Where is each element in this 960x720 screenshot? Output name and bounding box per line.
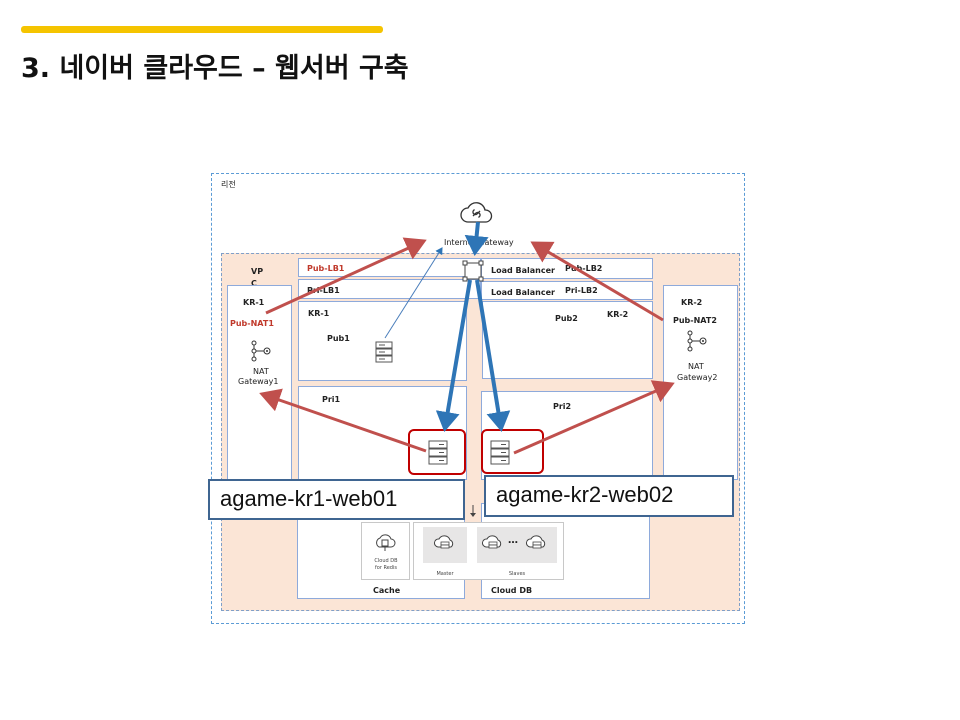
zone-kr1-pub1	[298, 301, 467, 381]
nat-gateway2-label: NAT	[688, 362, 704, 371]
load-balancer-label-1: Load Balancer	[491, 266, 555, 275]
kr2-mid-label: KR-2	[607, 310, 629, 319]
vpc-label: VP	[251, 267, 264, 276]
arrow-lb-to-web02	[475, 279, 511, 432]
pub-nat1-label: Pub-NAT1	[230, 319, 274, 328]
arrow-nat1-to-igw	[265, 237, 427, 315]
zone-kr2-pub2	[482, 301, 653, 379]
slaves-label: Slaves	[508, 571, 526, 577]
callout-web02: agame-kr2-web02	[484, 475, 734, 517]
cache-label: Cache	[373, 586, 401, 595]
internet-gateway-icon	[460, 202, 493, 223]
connector-to-db-head	[470, 513, 476, 517]
web01-server-icon	[428, 440, 448, 465]
nat-gateway1-label-2: Gateway1	[238, 377, 279, 386]
pri-lb1-label: Pri-LB1	[307, 286, 340, 295]
pub-nat2-label: Pub-NAT2	[673, 316, 717, 325]
kr1-left-label: KR-1	[243, 298, 265, 307]
slave-db-icon-2	[526, 535, 546, 549]
master-label: Master	[436, 571, 454, 577]
load-balancer-icon	[462, 260, 484, 282]
master-db-icon	[434, 535, 454, 549]
kr1-mid-label: KR-1	[308, 309, 330, 318]
redis-icon	[376, 534, 396, 551]
pri2-label: Pri2	[553, 402, 572, 411]
nat-gateway2-label-2: Gateway2	[677, 373, 718, 382]
page-title: 3. 네이버 클라우드 – 웹서버 구축	[21, 53, 409, 84]
pub2-label: Pub2	[555, 314, 578, 323]
pri-lb1-subnet	[298, 279, 481, 299]
callout-web01: agame-kr1-web01	[208, 479, 465, 520]
accent-bar	[21, 26, 383, 33]
web02-server-icon	[490, 440, 510, 465]
pub-lb2-label: Pub-LB2	[565, 264, 603, 273]
pub1-label: Pub1	[327, 334, 350, 343]
arrow-pub1-to-igw	[384, 247, 443, 339]
arrow-igw-to-lb	[464, 221, 489, 256]
arrow-web02-to-nat2	[513, 380, 675, 455]
pub1-server-icon	[375, 341, 393, 363]
zone-kr2-nat	[663, 285, 738, 480]
region-label: 리전	[221, 180, 236, 189]
pri-lb2-subnet	[481, 281, 653, 300]
arrow-lb-to-web01	[435, 279, 472, 432]
region-box	[211, 173, 745, 624]
nat-gateway2-icon	[687, 330, 707, 352]
redis-label: Cloud DB	[374, 558, 398, 564]
arrow-nat2-to-igw	[530, 241, 664, 322]
nat-gateway1-icon	[251, 340, 271, 362]
slave-db-icon	[482, 535, 502, 549]
pri-lb2-label: Pri-LB2	[565, 286, 598, 295]
kr2-right-label: KR-2	[681, 298, 703, 307]
cloud-db-label: Cloud DB	[491, 586, 533, 595]
slaves-ellipsis: …	[508, 535, 518, 546]
nat-gateway1-label: NAT	[253, 367, 269, 376]
redis-label-2: for Redis	[375, 565, 397, 571]
load-balancer-label-2: Load Balancer	[491, 288, 555, 297]
vpc-label-c: C	[251, 279, 257, 288]
pri1-label: Pri1	[322, 395, 341, 404]
arrow-web01-to-nat1	[259, 388, 427, 453]
pub-lb1-label: Pub-LB1	[307, 264, 345, 273]
